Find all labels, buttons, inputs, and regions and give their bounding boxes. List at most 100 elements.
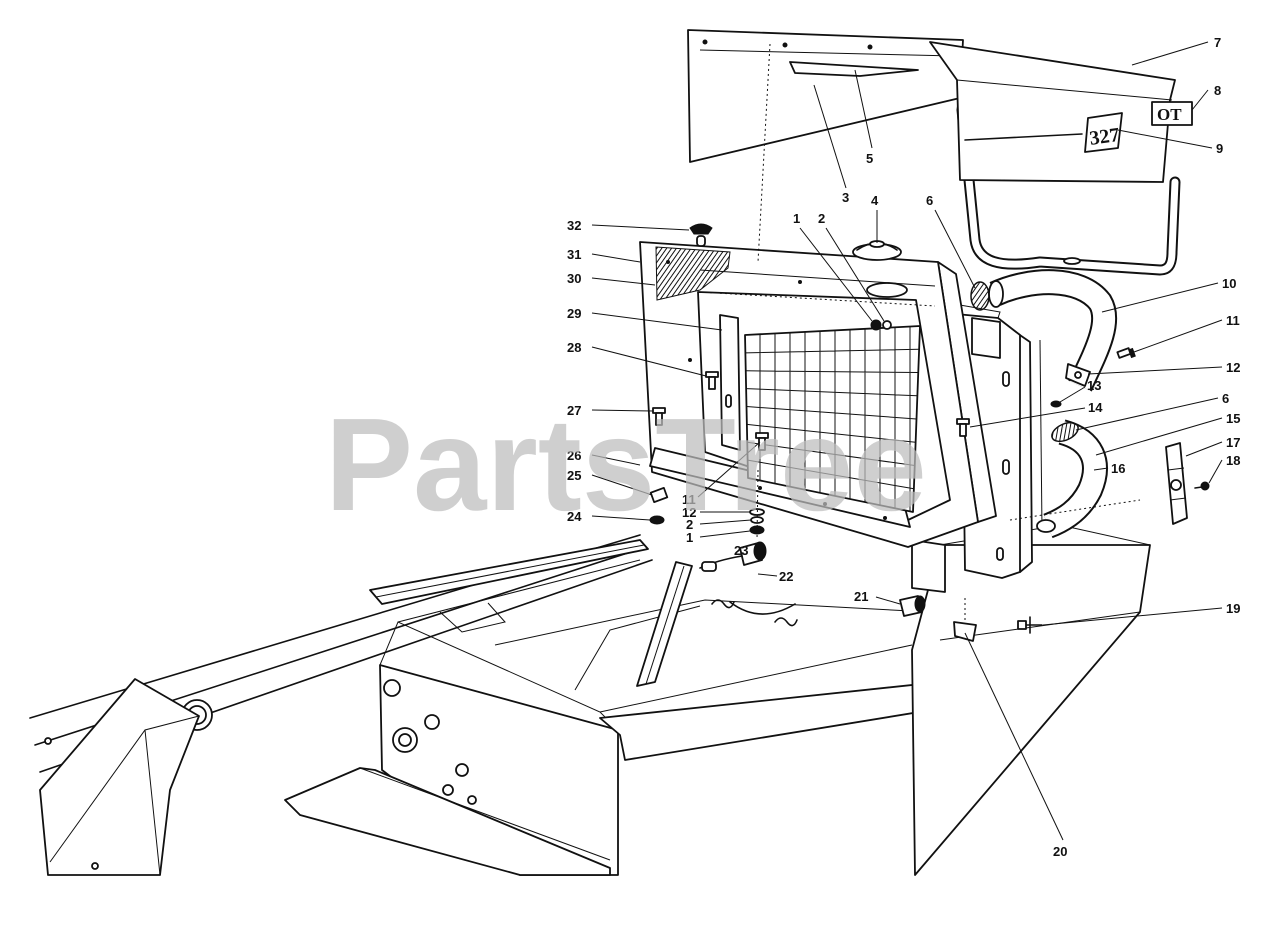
callout-1-upper: 1 — [793, 211, 800, 226]
bolt-11-left — [755, 432, 769, 451]
model-badge-text: 327 — [1088, 124, 1121, 150]
leader-line — [1042, 607, 1223, 626]
leader-line — [1117, 129, 1213, 149]
leader-line — [591, 224, 690, 231]
callout-21: 21 — [854, 589, 868, 604]
fitting-21 — [899, 595, 926, 617]
leader-line — [1075, 397, 1219, 431]
callout-14: 14 — [1088, 400, 1103, 415]
callout-26: 26 — [567, 448, 581, 463]
latch-17 — [1165, 442, 1188, 525]
leader-line — [591, 253, 641, 263]
callout-10: 10 — [1222, 276, 1236, 291]
drain-tube-22 — [711, 599, 798, 627]
radiator-mount-bracket — [719, 314, 741, 451]
leader-line — [969, 407, 1086, 428]
leader-line — [934, 209, 976, 289]
callout-2-upper: 2 — [818, 211, 825, 226]
leader-line — [591, 409, 654, 412]
leader-line — [964, 632, 1064, 841]
hood — [687, 29, 1176, 183]
leader-line — [1131, 41, 1209, 66]
bolt-19 — [1017, 616, 1043, 634]
callout-6-lower: 6 — [1222, 391, 1229, 406]
bracket-12-right — [1065, 363, 1091, 387]
spacer-25 — [649, 487, 669, 503]
callout-2-left: 2 — [686, 517, 693, 532]
watermark: PartsTree — [325, 391, 927, 538]
leader-lines — [591, 41, 1223, 841]
leader-line — [825, 227, 885, 322]
hood-brand-badge: OT — [1151, 101, 1193, 126]
callout-17: 17 — [1226, 435, 1240, 450]
clip-20 — [953, 621, 977, 642]
drain-fitting-23 — [699, 541, 767, 572]
callout-11-left: 11 — [682, 492, 696, 507]
leader-line — [1101, 282, 1219, 313]
brand-badge-text: OT — [1157, 105, 1182, 124]
top-nuts — [870, 319, 892, 331]
callout-4: 4 — [871, 193, 879, 208]
leader-line — [1208, 459, 1223, 484]
callout-5: 5 — [866, 151, 873, 166]
callout-1-left: 1 — [686, 530, 693, 545]
leader-line — [591, 312, 723, 331]
callout-22: 22 — [779, 569, 793, 584]
callout-11-right: 11 — [1226, 313, 1240, 328]
callout-12-left: 12 — [682, 505, 696, 520]
callout-28: 28 — [567, 340, 581, 355]
lower-hose-clamp — [1051, 421, 1079, 443]
leader-line — [591, 515, 651, 521]
chassis-frame — [29, 524, 1151, 876]
bolt-11-right — [1116, 347, 1136, 359]
callout-32: 32 — [567, 218, 581, 233]
callout-8: 8 — [1214, 83, 1221, 98]
leader-line — [699, 519, 752, 525]
leader-line — [699, 530, 751, 538]
callout-6-upper: 6 — [926, 193, 933, 208]
callout-7: 7 — [1214, 35, 1221, 50]
leader-line — [1093, 467, 1109, 471]
screw-18 — [1194, 481, 1210, 491]
leader-line — [591, 277, 656, 286]
wing-nut — [689, 223, 713, 247]
leader-line — [757, 573, 778, 577]
callout-9: 9 — [1216, 141, 1223, 156]
callout-29: 29 — [567, 306, 581, 321]
leader-line — [1059, 386, 1086, 403]
upper-hose-clamp — [970, 281, 990, 311]
filler-neck — [866, 282, 908, 298]
hood-model-badge: 327 — [1084, 112, 1123, 153]
radiator-cap — [852, 240, 902, 261]
callout-20: 20 — [1053, 844, 1067, 859]
callout-3: 3 — [842, 190, 849, 205]
leader-line — [1185, 441, 1223, 457]
callout-16: 16 — [1111, 461, 1125, 476]
nut-13 — [1050, 400, 1062, 408]
callout-13: 13 — [1087, 378, 1101, 393]
leader-line — [813, 84, 847, 189]
radiator-core — [744, 325, 921, 513]
callout-31: 31 — [567, 247, 581, 262]
leader-line — [591, 474, 653, 496]
callout-30: 30 — [567, 271, 581, 286]
callout-27: 27 — [567, 403, 581, 418]
callout-24: 24 — [567, 509, 582, 524]
leader-line — [1133, 319, 1223, 353]
bolt-14 — [956, 418, 970, 437]
leader-line — [875, 596, 901, 605]
lower-radiator-hose — [1036, 419, 1108, 539]
callout-19: 19 — [1226, 601, 1240, 616]
bolt-28 — [705, 371, 719, 390]
construction-lines — [756, 43, 1141, 622]
callout-25: 25 — [567, 468, 581, 483]
leader-line — [591, 454, 641, 466]
callout-18: 18 — [1226, 453, 1240, 468]
leader-line — [591, 346, 707, 377]
leader-line — [854, 69, 873, 149]
callout-12-right: 12 — [1226, 360, 1240, 375]
leader-line — [1087, 366, 1223, 375]
callout-15: 15 — [1226, 411, 1240, 426]
